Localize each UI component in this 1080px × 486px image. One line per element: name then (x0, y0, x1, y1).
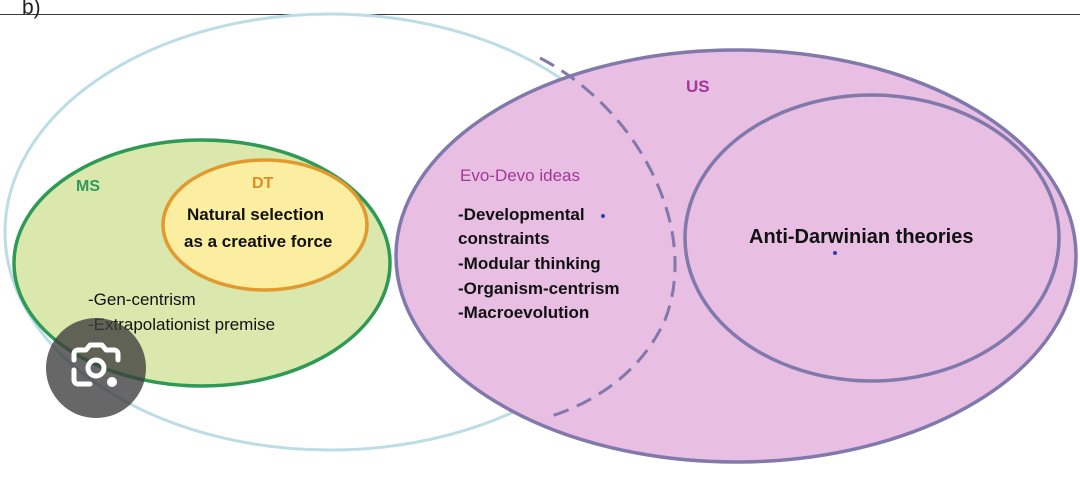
evo-devo-item-4: -Organism-centrism (458, 279, 620, 298)
center-dot (833, 251, 837, 255)
dt-label: DT (252, 175, 274, 192)
lens-camera-icon (71, 342, 121, 387)
dt-set (161, 158, 369, 292)
small-dot (601, 214, 605, 218)
anti-darwinian-label: Anti-Darwinian theories (749, 226, 973, 248)
anti-darwinian-set (683, 93, 1061, 383)
dt-line-2: as a creative force (184, 232, 332, 251)
ms-item-2: -Extrapolationist premise (88, 315, 275, 334)
evo-devo-item-2: constraints (458, 229, 550, 248)
ms-item-1: -Gen-centrism (88, 290, 196, 309)
top-border-line (0, 14, 1080, 15)
us-label: US (686, 77, 710, 96)
evo-devo-dashed-boundary (539, 56, 677, 420)
ms-label: MS (76, 178, 100, 195)
evo-devo-label: Evo-Devo ideas (460, 166, 580, 185)
evo-devo-item-5: -Macroevolution (458, 303, 589, 322)
evo-devo-item-3: -Modular thinking (458, 254, 601, 273)
panel-label: b) (22, 0, 41, 19)
lens-button[interactable] (46, 318, 146, 418)
dt-line-1: Natural selection (187, 205, 324, 224)
evo-devo-item-1: -Developmental (458, 205, 585, 224)
